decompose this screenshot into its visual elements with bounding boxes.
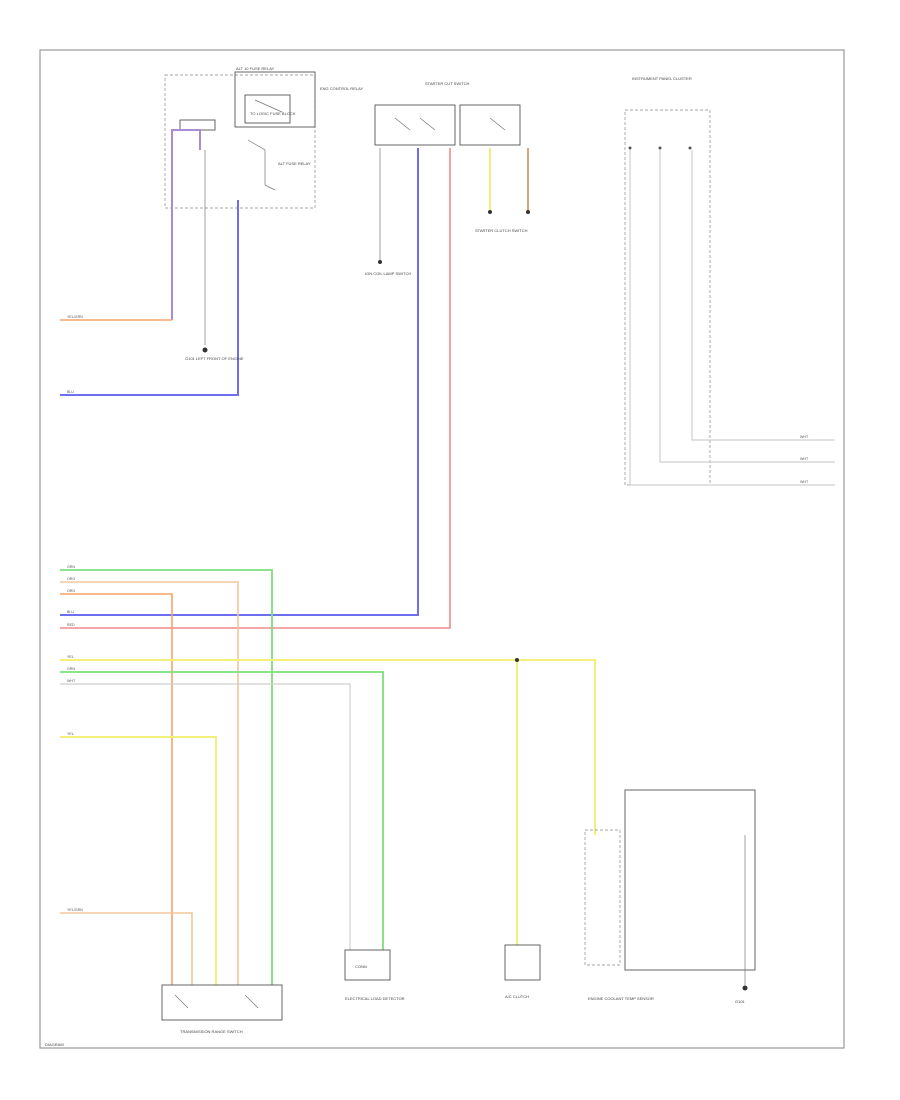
- cluster-wire-label-2: WHT: [800, 457, 809, 461]
- cluster-wire-label-3: WHT: [800, 480, 809, 484]
- ect-sensor-label: ENGINE COOLANT TEMP SENSOR: [588, 996, 654, 1001]
- footer-id: DIAGRAM: [45, 1042, 64, 1047]
- wire-yellow-main: [60, 659, 596, 835]
- electrical-load-detector: CONN ELECTRICAL LOAD DETECTOR: [344, 949, 405, 1001]
- wire-orange-2: [60, 581, 239, 985]
- wire-label-grn: GRN: [67, 565, 75, 569]
- ign-node: [378, 260, 382, 264]
- wire-cluster-1: [691, 150, 835, 441]
- cluster-wire-label-1: WHT: [800, 435, 809, 439]
- ac-clutch: A/C CLUTCH: [504, 944, 541, 999]
- wire-label-yelgrn: YEL/GRN: [67, 908, 83, 912]
- splice-node: [515, 658, 519, 662]
- wire-label-yel2: YEL: [67, 732, 74, 736]
- ac-clutch-label: A/C CLUTCH: [505, 994, 529, 999]
- wire-blue-relay: [60, 200, 239, 396]
- relay-inner-label: TO LOGIC FUSE BLOCK: [250, 111, 296, 116]
- wire-label-red: RED: [67, 623, 75, 627]
- relay-side-label: ENG CONTROL RELAY: [320, 86, 363, 91]
- wire-green-1: [60, 569, 273, 985]
- wire-label-blu-top: BLU: [67, 390, 74, 394]
- starter-cut-switch: STARTER CUT SWITCH STARTER CLUTCH SWITCH: [374, 81, 528, 233]
- instrument-cluster: INSTRUMENT PANEL CLUSTER: [624, 76, 711, 486]
- wire-blue-main: [60, 148, 419, 616]
- ground-point-1: [202, 347, 208, 353]
- trans-switch-label: TRANSMISSION RANGE SWITCH: [180, 1029, 243, 1034]
- wire-cluster-3: [629, 150, 835, 486]
- wire-label-grn2: GRN: [67, 667, 75, 671]
- ground-label-1: G101 LEFT FRONT OF ENGINE: [185, 356, 244, 361]
- relay-title: ALT 10 FUSE RELAY: [236, 66, 275, 71]
- wire-orange-4: [60, 912, 193, 985]
- wire-label-wht: WHT: [67, 679, 76, 683]
- conn-label: CONN: [355, 964, 367, 969]
- wire-label-blu: BLU: [67, 610, 74, 614]
- clutch-node-1: [488, 210, 492, 214]
- wire-label-org: ORG: [67, 577, 75, 581]
- elec-load-label: ELECTRICAL LOAD DETECTOR: [345, 996, 405, 1001]
- inst-title: INSTRUMENT PANEL CLUSTER: [632, 76, 692, 81]
- diagram-frame: [39, 49, 845, 1049]
- wire-label-yel: YEL: [67, 655, 74, 659]
- wire-label-org2: ORG: [67, 589, 75, 593]
- fuse-relay-block: ALT 10 FUSE RELAY ENG CONTROL RELAY TO L…: [164, 66, 363, 209]
- ground-label-2: G101: [735, 999, 746, 1004]
- relay-b-label: ALT FUSE RELAY: [278, 161, 311, 166]
- wire-orange-3: [60, 593, 173, 985]
- wire-gray-1: [60, 683, 351, 950]
- wire-yellow-2: [60, 736, 217, 985]
- starter-title: STARTER CUT SWITCH: [425, 81, 470, 86]
- transmission-range-switch: TRANSMISSION RANGE SWITCH: [161, 984, 283, 1034]
- ground-point-2: [742, 985, 748, 991]
- ect-sensor: ENGINE COOLANT TEMP SENSOR: [584, 789, 756, 1001]
- clutch-node-2: [526, 210, 530, 214]
- wire-red-main: [60, 148, 451, 629]
- wire-cluster-2: [659, 150, 835, 463]
- wire-green-2: [60, 671, 384, 950]
- wire-label-yelgrn-top: YEL/GRN: [67, 315, 83, 319]
- ign-box-label: IGN COIL LAMP SWITCH: [365, 271, 411, 276]
- wire-purple: [171, 129, 201, 320]
- starter-clutch-label: STARTER CLUTCH SWITCH: [475, 228, 528, 233]
